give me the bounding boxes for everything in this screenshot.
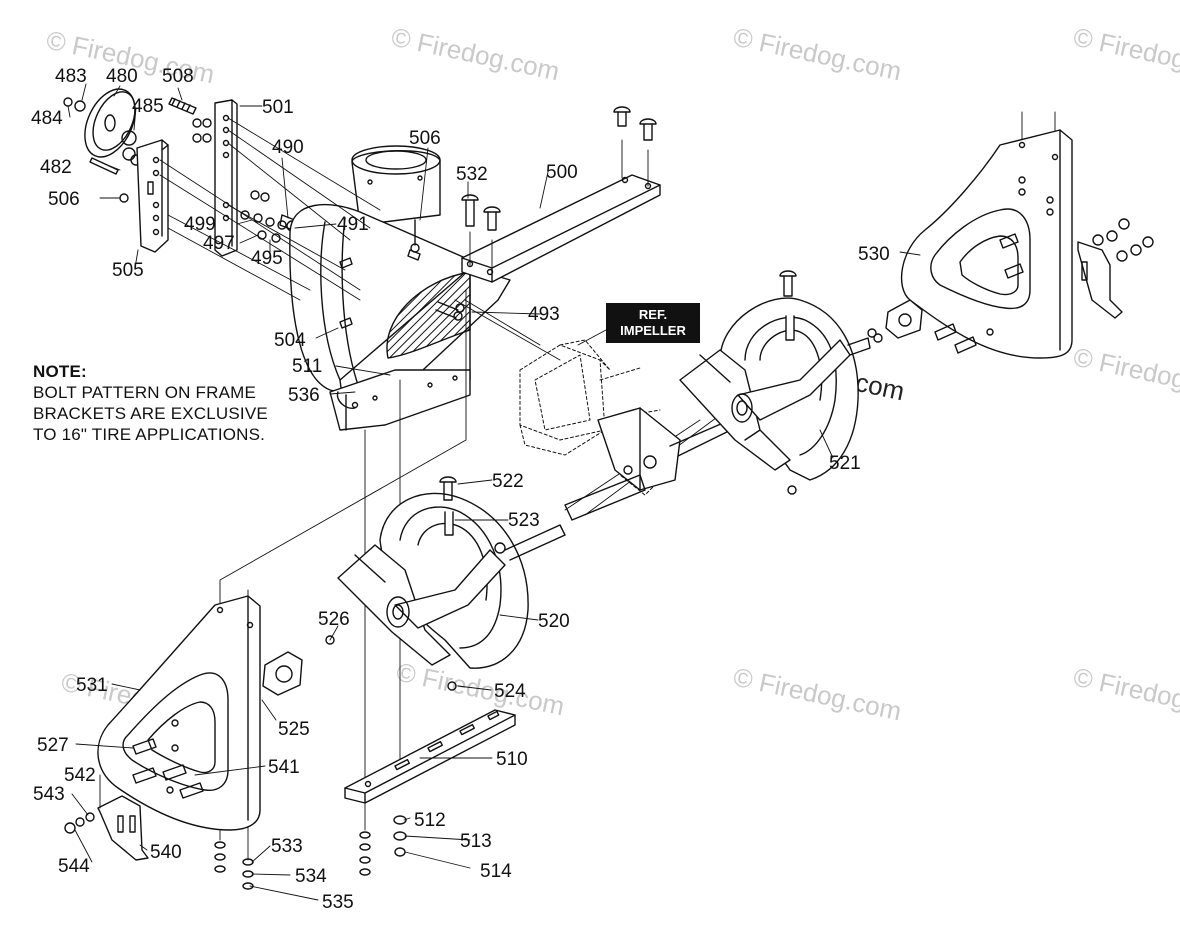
shave-plate-510: [344, 709, 516, 804]
callout-485: 485: [132, 96, 164, 117]
callout-491: 491: [337, 214, 369, 235]
callout-leaders: [67, 83, 921, 901]
washer-484: [63, 97, 73, 107]
callout-522: 522: [492, 471, 524, 492]
callout-534: 534: [295, 866, 327, 887]
bracket-505: [136, 139, 169, 253]
callout-543: 543: [33, 784, 65, 805]
ref-label-line2: IMPELLER: [620, 323, 686, 338]
callout-514: 514: [480, 861, 512, 882]
ref-label-line1: REF.: [638, 307, 668, 322]
callout-521: 521: [829, 453, 861, 474]
auger-housing: [289, 145, 511, 431]
callout-506: 506: [409, 128, 441, 149]
nut-506: [119, 193, 129, 203]
ref-impeller-label: REF. IMPELLER: [606, 303, 700, 343]
carriage-bolt-532: [461, 194, 501, 231]
bolt-pattern-note: NOTE: BOLT PATTERN ON FRAME BRACKETS ARE…: [33, 361, 268, 445]
auger-520: [325, 476, 566, 691]
watermark-text: © Firedog.com: [1071, 22, 1180, 87]
callout-535: 535: [322, 892, 354, 913]
callout-512: 512: [414, 810, 446, 831]
callout-483: 483: [55, 66, 87, 87]
callout-533: 533: [271, 836, 303, 857]
callout-511: 511: [292, 356, 322, 377]
rail-500: [461, 174, 661, 283]
callout-520: 520: [538, 611, 570, 632]
callout-544: 544: [58, 856, 90, 877]
callout-505: 505: [112, 260, 144, 281]
watermark-text: © Firedog.com: [1071, 662, 1180, 727]
callout-523: 523: [508, 510, 540, 531]
callout-480: 480: [106, 66, 138, 87]
callout-501: 501: [262, 97, 294, 118]
callout-490: 490: [272, 137, 304, 158]
watermark-text: © Firedog.com: [1071, 342, 1180, 407]
callout-labels: 483 480 508 484 485 501 490 506 482 506 …: [31, 66, 890, 913]
callout-540: 540: [150, 842, 182, 863]
watermark-text: © Firedog.com: [731, 22, 904, 87]
callout-500: 500: [546, 162, 578, 183]
nut-483: [74, 100, 86, 112]
washers-near-bracket: [192, 118, 212, 143]
callout-530: 530: [858, 244, 890, 265]
carriage-bolts-top: [613, 106, 657, 141]
side-plate-531: [64, 595, 303, 861]
callout-526: 526: [318, 609, 350, 630]
callout-524: 524: [494, 681, 526, 702]
callout-532: 532: [456, 164, 488, 185]
callout-531: 531: [76, 675, 108, 696]
watermark-text: © Firedog.com: [731, 662, 904, 727]
callout-504: 504: [274, 330, 306, 351]
callout-508: 508: [162, 66, 194, 87]
callout-497: 497: [203, 233, 235, 254]
callout-527: 527: [37, 735, 69, 756]
callout-541: 541: [268, 757, 300, 778]
callout-493: 493: [528, 304, 560, 325]
auger-521: [679, 270, 883, 495]
note-line: BOLT PATTERN ON FRAME: [33, 383, 257, 402]
callout-482: 482: [40, 157, 72, 178]
callout-542: 542: [64, 765, 96, 786]
key-482: [89, 157, 119, 175]
callout-495: 495: [251, 248, 283, 269]
callout-499: 499: [184, 214, 216, 235]
spring-508: [168, 97, 197, 115]
callout-536: 536: [288, 385, 320, 406]
watermark-text: © Firedog.com: [389, 22, 562, 87]
side-plate-530: [867, 129, 1154, 359]
callout-484: 484: [31, 108, 63, 129]
note-line: TO 16" TIRE APPLICATIONS.: [33, 425, 266, 444]
note-title: NOTE:: [33, 362, 87, 381]
callout-506: 506: [48, 189, 80, 210]
note-line: BRACKETS ARE EXCLUSIVE: [33, 404, 268, 423]
callout-510: 510: [496, 749, 528, 770]
callout-513: 513: [460, 831, 492, 852]
plate-501: [214, 99, 238, 257]
gearbox-shaft: [564, 407, 736, 521]
callout-525: 525: [278, 719, 310, 740]
